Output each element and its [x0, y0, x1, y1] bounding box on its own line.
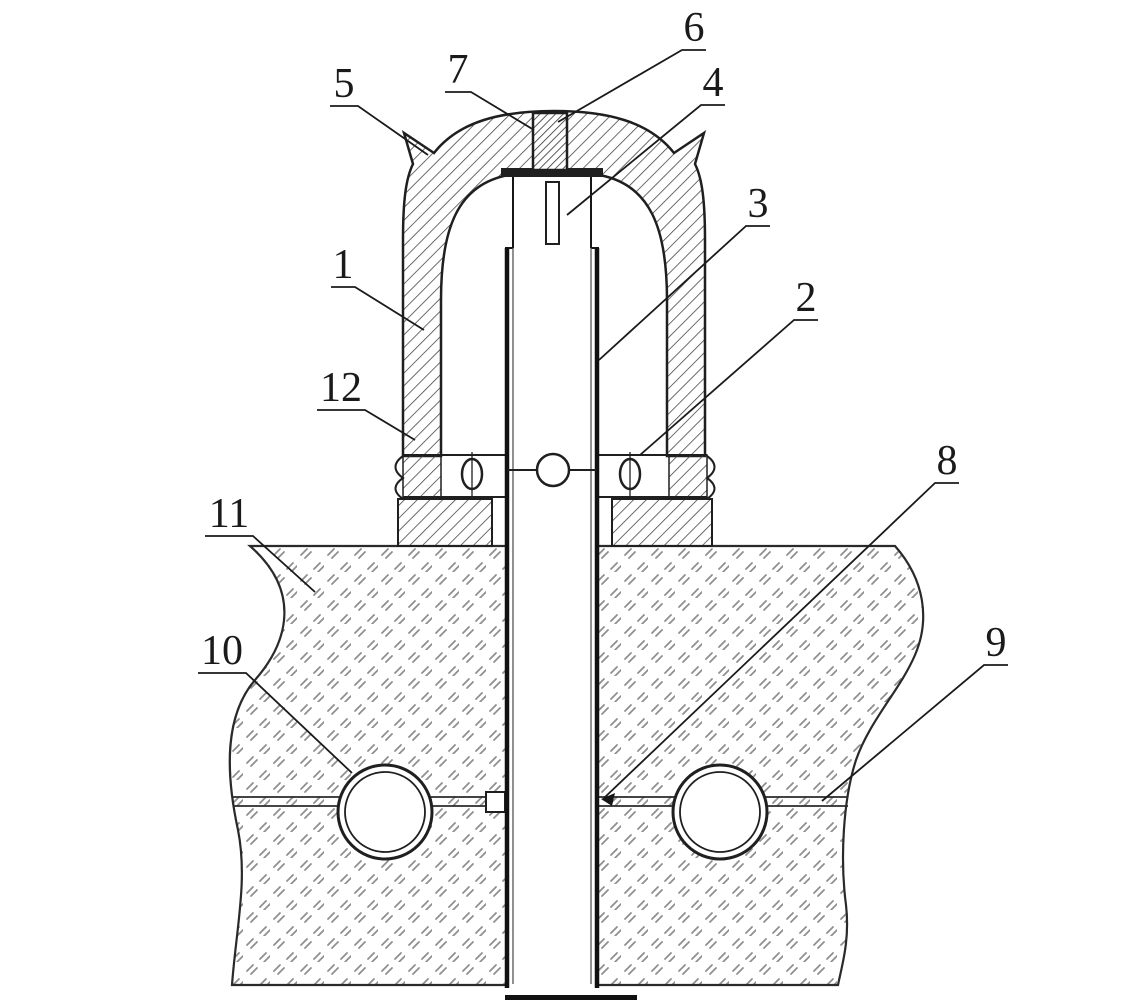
flange-right	[611, 498, 713, 547]
bell-wall	[401, 109, 707, 458]
annotation-11: 11	[205, 491, 316, 593]
anchor-collar	[485, 791, 506, 813]
annotation-1: 1	[331, 242, 425, 331]
annotation-9: 9	[821, 620, 1008, 802]
buried-pipe-right	[671, 763, 769, 861]
leader-arrow-8	[601, 793, 615, 806]
leader-line-2	[639, 319, 818, 456]
leader-line-8	[603, 482, 959, 799]
bell-housing	[394, 109, 716, 547]
tube-cap	[501, 168, 603, 177]
annotation-12: 12	[317, 365, 416, 441]
label-5: 5	[334, 61, 355, 107]
annotation-2: 2	[639, 275, 818, 456]
buried-pipe-right-outer	[671, 763, 769, 861]
label-4: 4	[703, 60, 724, 106]
leader-line-5	[330, 105, 429, 156]
flange-left	[397, 498, 493, 547]
label-6: 6	[684, 5, 705, 51]
top-plug	[531, 111, 569, 172]
label-1: 1	[333, 242, 354, 288]
right-groove-edge	[705, 455, 716, 500]
left-groove-edge	[394, 455, 405, 500]
annotation-6: 6	[557, 5, 706, 123]
label-8: 8	[937, 438, 958, 484]
center-bolt-hole	[535, 452, 571, 488]
label-12: 12	[320, 365, 362, 411]
leader-line-9	[821, 664, 1008, 802]
annotation-3: 3	[598, 181, 770, 361]
leader-line-1	[331, 286, 425, 331]
label-7: 7	[448, 47, 469, 93]
figure-caption-cropped	[505, 995, 637, 1000]
annotations: 1 2 3 4 5 6 7 8	[198, 5, 1008, 806]
annotation-10: 10	[198, 628, 353, 774]
leader-line-7	[445, 91, 535, 131]
leader-line-11	[205, 535, 316, 593]
label-9: 9	[986, 620, 1007, 666]
band-hatch-right	[668, 454, 708, 498]
leader-line-3	[598, 225, 770, 361]
leader-line-4	[566, 104, 725, 216]
center-tube	[501, 111, 603, 988]
label-11: 11	[209, 491, 249, 537]
label-10: 10	[201, 628, 243, 674]
bolt-holes	[460, 452, 642, 497]
leader-line-6	[557, 49, 706, 123]
inner-rod	[545, 181, 560, 245]
label-3: 3	[748, 181, 769, 227]
label-2: 2	[796, 275, 817, 321]
tube-channel-gap	[505, 543, 599, 988]
buried-pipe-left	[336, 763, 434, 861]
annotation-7: 7	[445, 47, 535, 131]
annotation-4: 4	[566, 60, 725, 216]
leader-line-10	[198, 672, 353, 774]
buried-pipe-left-outer	[336, 763, 434, 861]
buried-pipe-left-inner	[344, 771, 426, 853]
band-hatch-left	[402, 454, 442, 498]
annotation-5: 5	[330, 61, 429, 156]
buried-pipe-right-inner	[679, 771, 761, 853]
annotation-8: 8	[601, 438, 959, 806]
ground-section	[228, 543, 925, 988]
leader-line-12	[317, 409, 416, 441]
